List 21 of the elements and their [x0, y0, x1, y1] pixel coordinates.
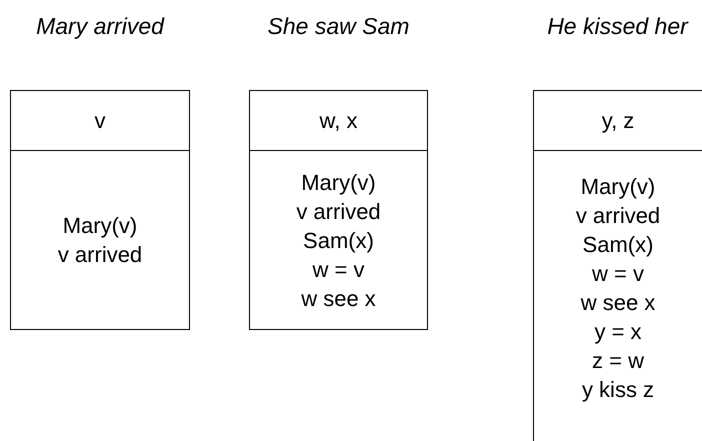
- condition-text: Mary(v): [580, 173, 656, 201]
- condition-text: v arrived: [296, 198, 381, 226]
- sentence-heading: He kissed her: [546, 12, 690, 40]
- condition-text: w = v: [592, 260, 644, 288]
- discourse-referents: y, z: [602, 107, 634, 135]
- condition-text: w = v: [312, 256, 364, 284]
- discourse-referents: v: [94, 107, 106, 135]
- condition-text: Mary(v): [62, 212, 138, 240]
- condition-text: z = w: [592, 347, 644, 375]
- condition-text: y = x: [594, 318, 642, 346]
- condition-text: v arrived: [58, 241, 142, 269]
- condition-text: Mary(v): [301, 168, 376, 196]
- condition-text: w see x: [301, 284, 376, 312]
- condition-text: w see x: [580, 289, 656, 317]
- condition-text: Sam(x): [303, 226, 374, 254]
- sentence-heading: She saw Sam: [266, 12, 410, 40]
- discourse-referents: w, x: [320, 107, 358, 135]
- sentence-heading: Mary arrived: [35, 12, 166, 40]
- condition-text: v arrived: [576, 202, 660, 230]
- condition-text: y kiss z: [582, 376, 654, 404]
- condition-text: Sam(x): [582, 231, 654, 259]
